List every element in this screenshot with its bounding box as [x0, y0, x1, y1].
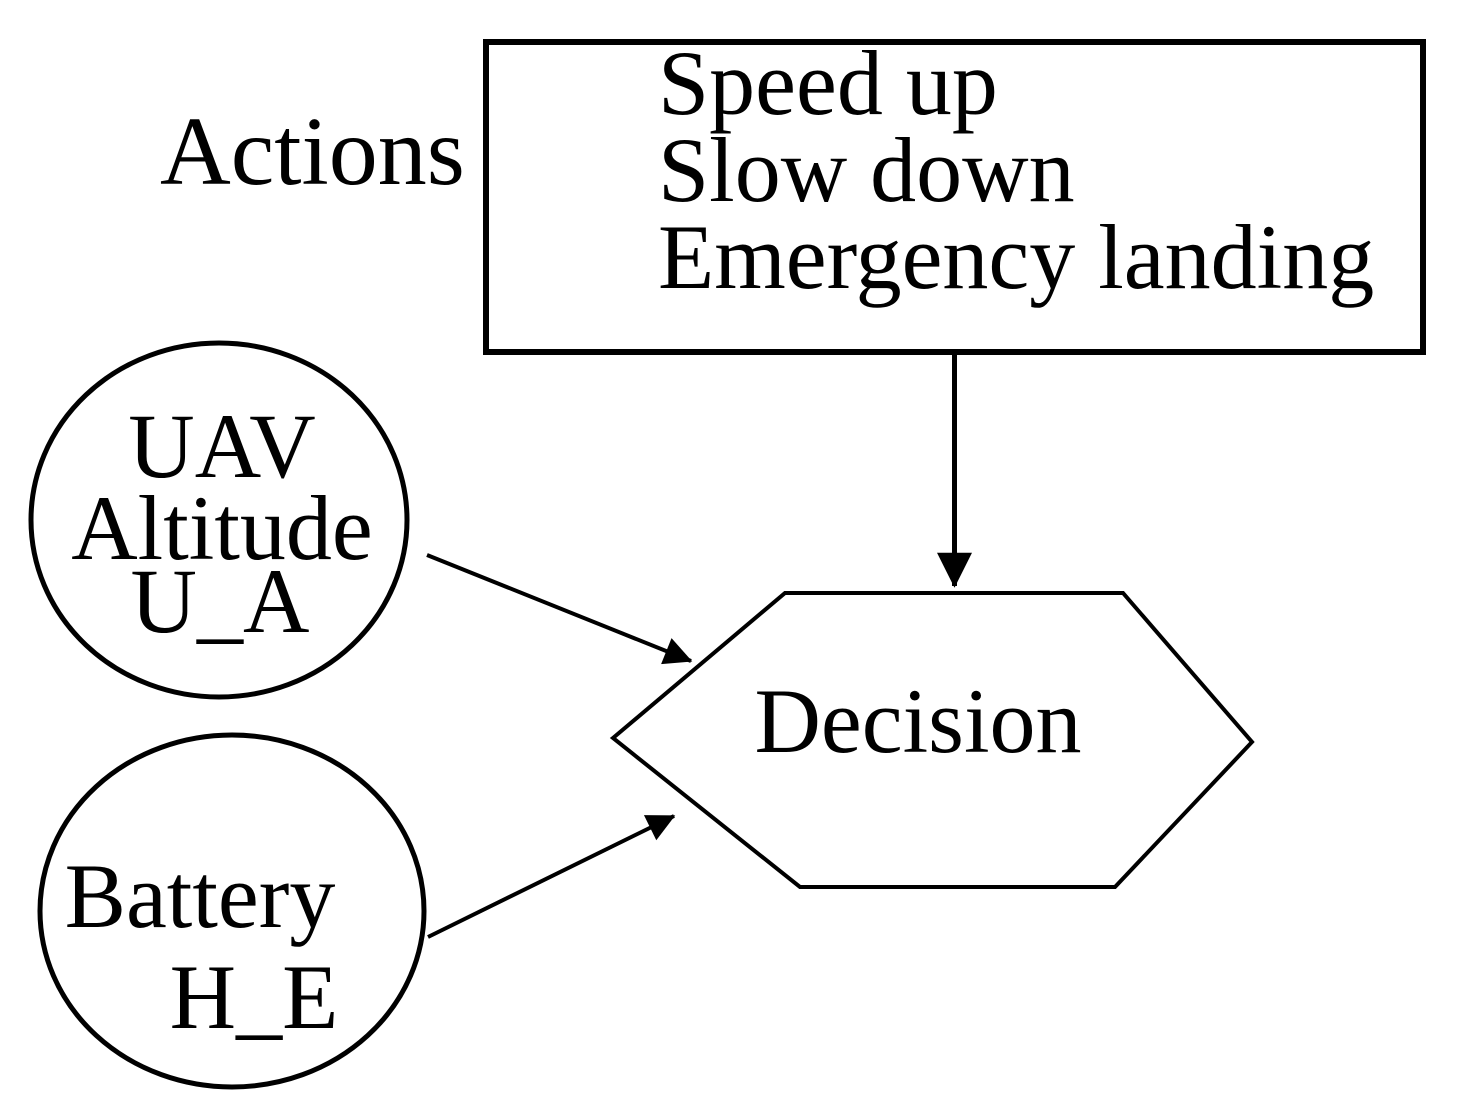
actions-box — [483, 39, 1426, 355]
edge-uav-to-decision — [426, 553, 693, 665]
actions-label: Actions — [160, 98, 465, 206]
decision-label: Decision — [754, 670, 1081, 772]
battery-node-line-1: Battery — [65, 845, 336, 947]
action-item-emergency-landing: Emergency landing — [658, 206, 1374, 308]
action-item-slow-down: Slow down — [658, 119, 1075, 221]
uav-node-line-3: U_A — [131, 550, 310, 652]
uav-node-line-1: UAV — [128, 395, 315, 497]
uav-altitude-node — [28, 340, 410, 700]
battery-node-line-2: H_E — [170, 946, 339, 1048]
edge-battery-to-decision — [427, 814, 676, 939]
battery-node — [37, 732, 427, 1090]
decision-node — [609, 591, 1255, 889]
action-item-speed-up: Speed up — [658, 32, 998, 134]
uav-node-line-2: Altitude — [71, 477, 373, 579]
